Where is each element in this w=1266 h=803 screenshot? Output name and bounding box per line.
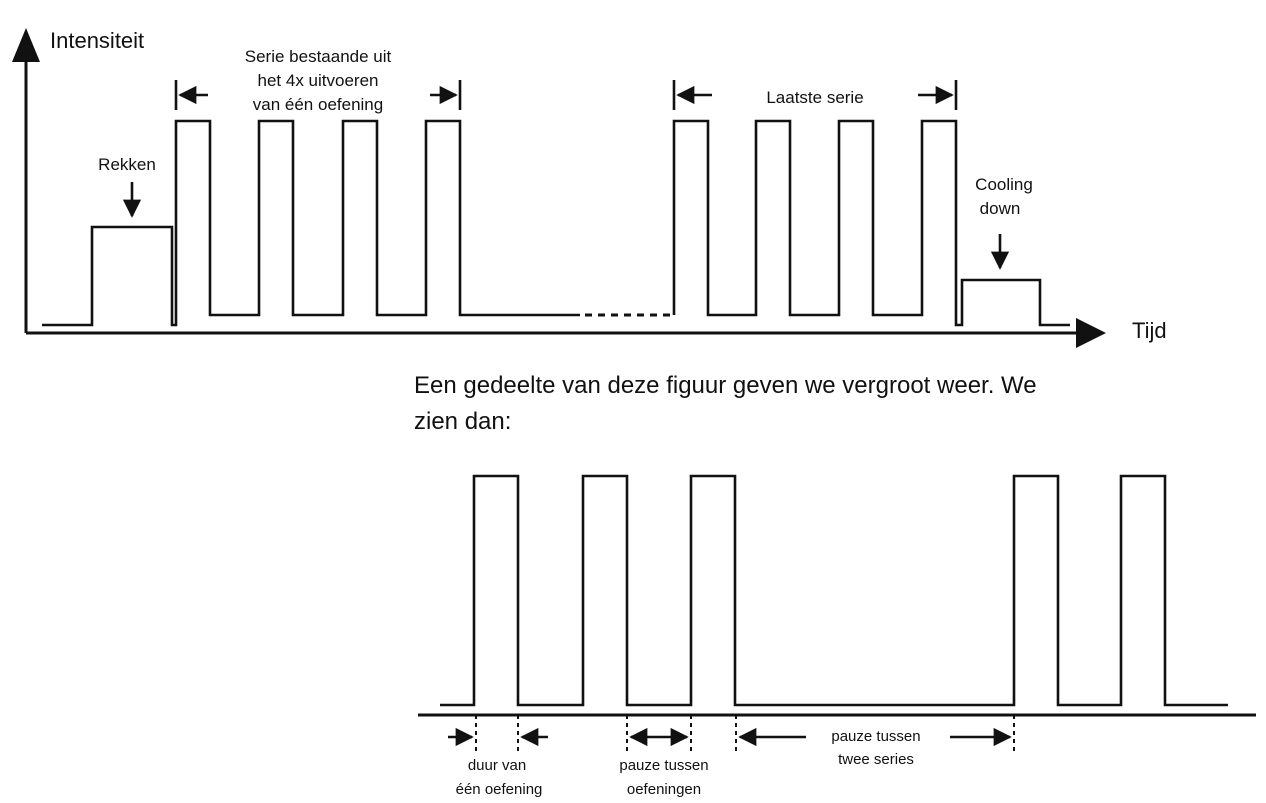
last-series-annotation: Laatste serie	[672, 80, 958, 110]
cooldown-label-line-2: down	[980, 199, 1021, 218]
zoomed-diagram: duur van één oefening pauze tussen oefen…	[418, 474, 1256, 798]
series-label-line-1: Serie bestaande uit	[245, 47, 392, 66]
series-annotation: Serie bestaande uit het 4x uitvoeren van…	[174, 47, 462, 114]
x-axis-label: Tijd	[1132, 318, 1167, 343]
caption-line-2: zien dan:	[414, 408, 511, 435]
pause-series-label-line-1: pauze tussen	[831, 728, 920, 745]
y-axis-arrowhead	[12, 28, 40, 62]
warmup-label: Rekken	[98, 155, 156, 174]
caption-line-1: Een gedeelte van deze figuur geven we ve…	[414, 372, 1037, 399]
last-series-label: Laatste serie	[766, 88, 863, 107]
intensity-profile-right	[672, 119, 1070, 327]
zoomed-intensity-profile	[440, 474, 1228, 707]
series-label-line-2: het 4x uitvoeren	[258, 71, 379, 90]
pause-series-label-line-2: twee series	[838, 751, 914, 768]
intensity-profile-left	[42, 119, 580, 327]
pause-exercises-label-line-2: oefeningen	[627, 781, 701, 798]
series-label-line-3: van één oefening	[253, 95, 383, 114]
duration-label-line-2: één oefening	[456, 781, 543, 798]
pause-exercises-label-line-1: pauze tussen	[619, 757, 708, 774]
x-axis-arrowhead	[1076, 318, 1106, 348]
duration-label-line-1: duur van	[468, 757, 526, 774]
top-diagram: Intensiteit Tijd Rekken Serie bestaande …	[12, 28, 1167, 348]
cooldown-label-line-1: Cooling	[975, 175, 1033, 194]
y-axis-label: Intensiteit	[50, 28, 144, 53]
